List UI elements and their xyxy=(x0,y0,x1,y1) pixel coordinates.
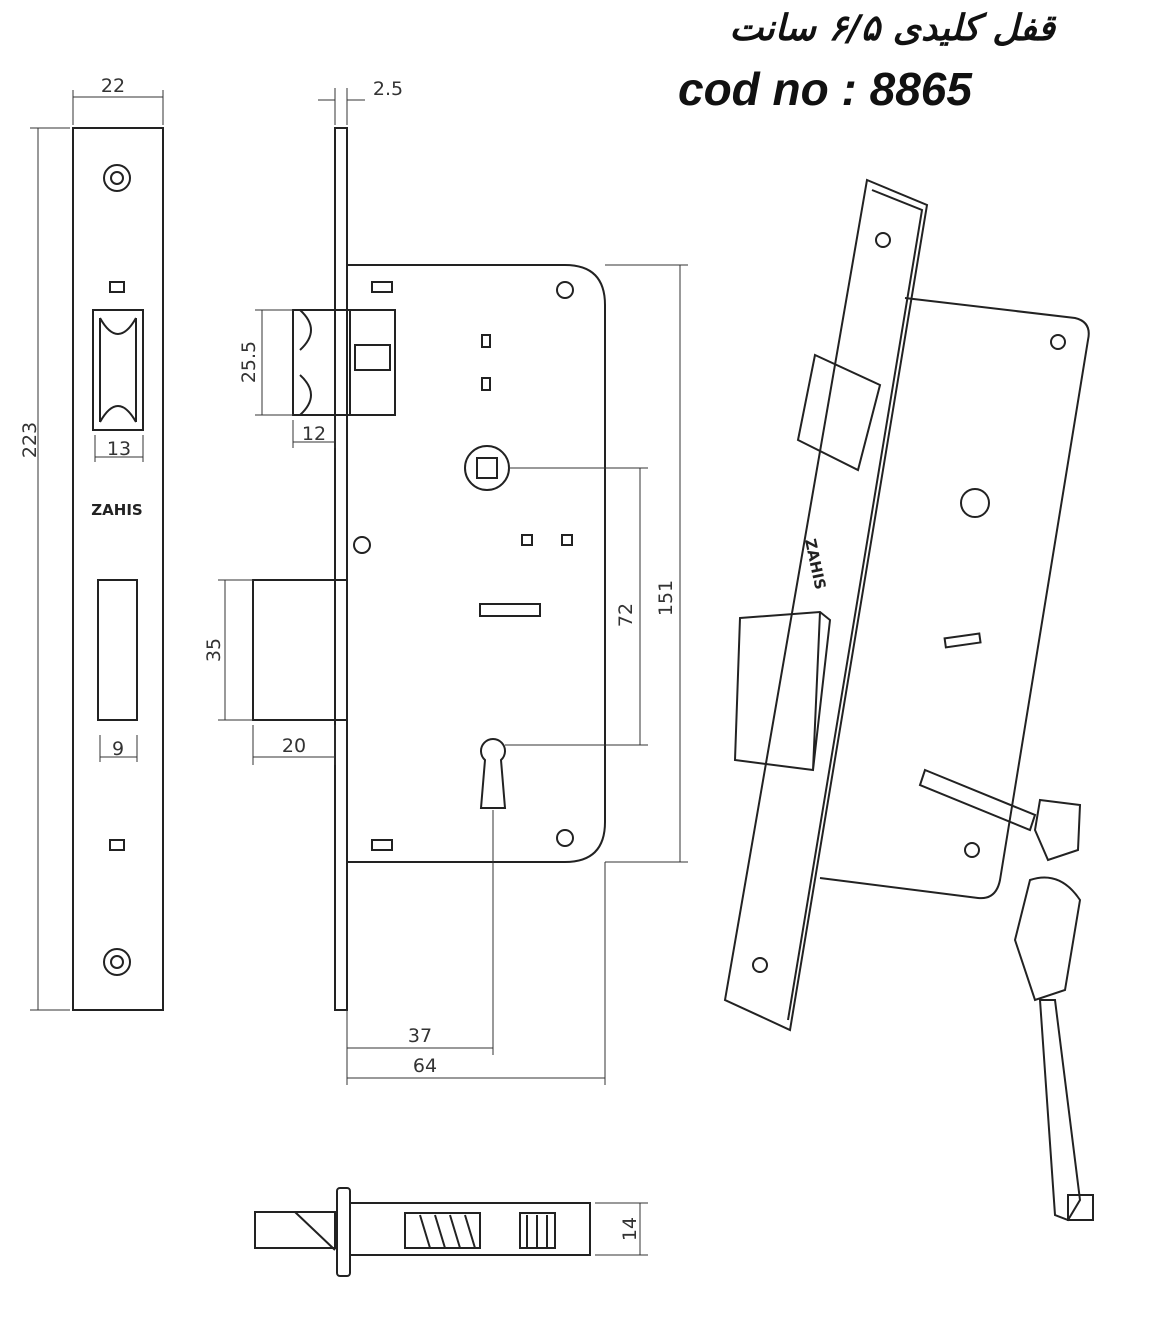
dim-center-distance: 72 xyxy=(615,603,637,627)
dim-thickness: 14 xyxy=(619,1217,641,1241)
dim-bolt-height: 35 xyxy=(203,638,225,662)
faceplate xyxy=(72,127,164,1011)
faceplate-3d xyxy=(723,178,929,1032)
key-blade xyxy=(1038,999,1082,1222)
product-title: قفل کلیدی ۶/۵ سانت xyxy=(729,8,1055,49)
key-bow xyxy=(1013,876,1082,1002)
latch-bolt xyxy=(292,309,351,416)
case-3d xyxy=(819,297,1090,900)
dim-latch-width: 13 xyxy=(107,438,131,460)
dim-backset: 37 xyxy=(408,1025,432,1047)
dim-latch-height: 25.5 xyxy=(238,341,260,383)
dim-latch-projection: 12 xyxy=(302,423,326,445)
latch-cutout xyxy=(92,309,144,431)
follower xyxy=(464,445,510,491)
lock-case xyxy=(347,264,606,863)
dim-height: 223 xyxy=(19,422,41,458)
dim-bolt-projection: 20 xyxy=(282,735,306,757)
key-shaft xyxy=(918,768,1037,832)
front-view: ZAHIS 22 223 13 9 xyxy=(19,75,164,1011)
product-code: cod no : 8865 xyxy=(678,63,972,115)
dim-bolt-width: 9 xyxy=(112,738,124,760)
bottom-view: 14 xyxy=(254,1187,648,1277)
latch-3d xyxy=(796,353,882,472)
dim-width: 22 xyxy=(101,75,125,97)
side-view: 2.5 25.5 12 35 20 151 72 37 64 xyxy=(203,78,688,1085)
brand-label-3d: ZAHIS xyxy=(801,537,829,591)
bolt-3d xyxy=(733,610,832,772)
brand-label: ZAHIS xyxy=(91,501,142,519)
bolt-cutout xyxy=(97,579,138,721)
dim-case-height: 151 xyxy=(655,580,677,616)
dim-case-depth: 64 xyxy=(413,1055,437,1077)
dim-plate-thickness: 2.5 xyxy=(373,78,403,100)
faceplate-side xyxy=(334,127,348,1011)
keyhole xyxy=(479,738,507,809)
dead-bolt xyxy=(252,579,348,721)
perspective-view: ZAHIS xyxy=(723,178,1094,1222)
